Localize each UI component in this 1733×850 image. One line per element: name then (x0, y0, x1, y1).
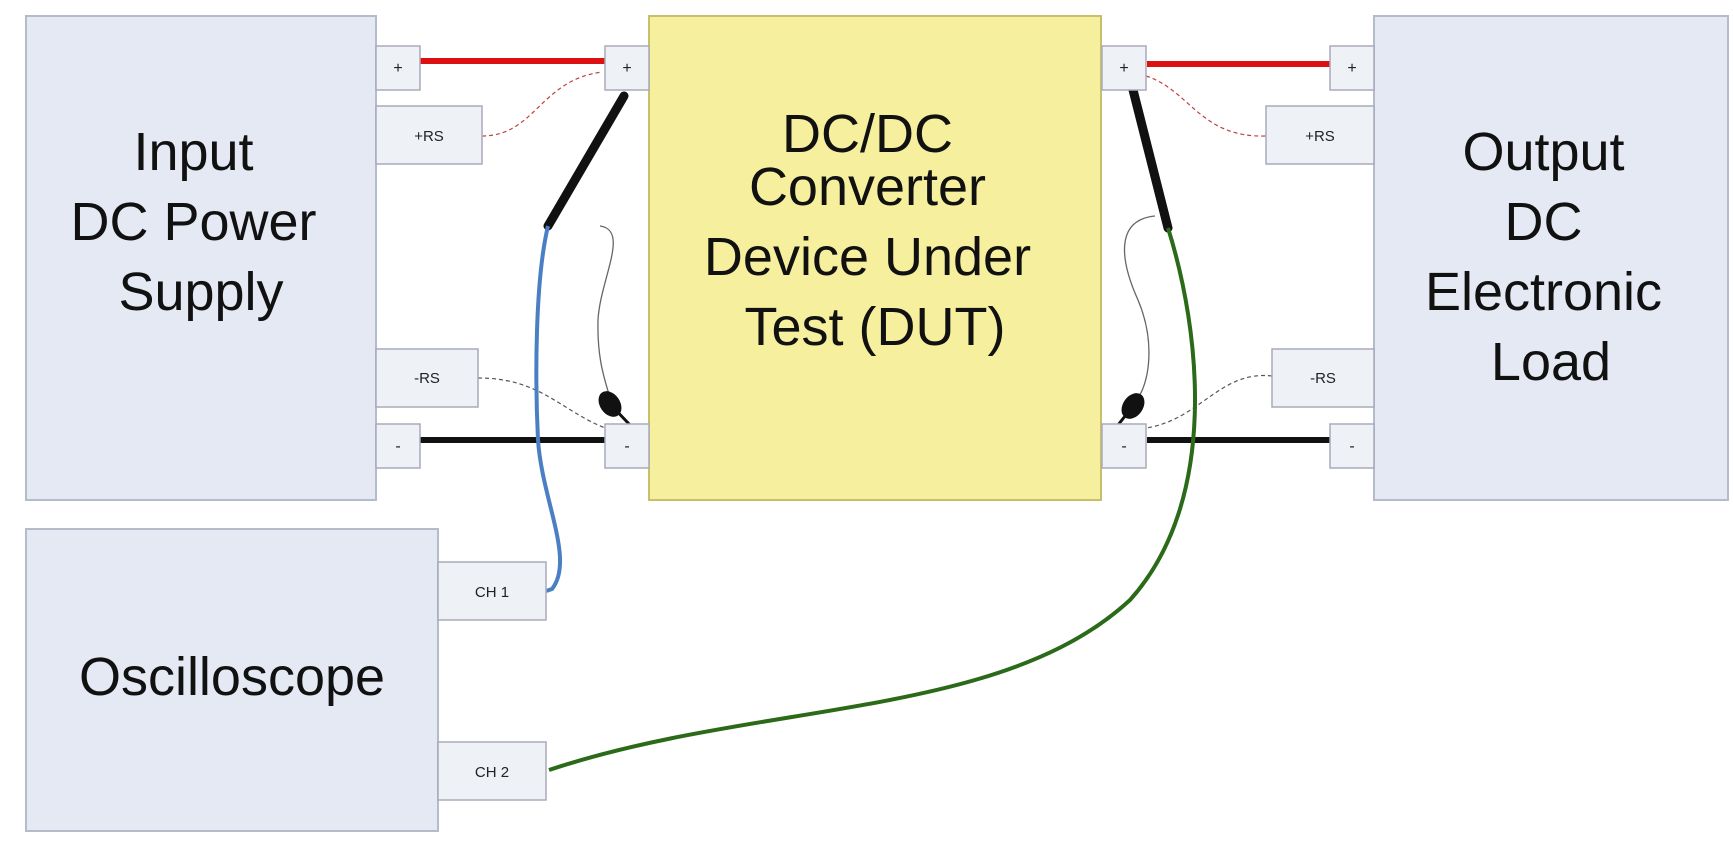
dut-input-plus-terminal: + (604, 45, 650, 91)
svg-text:-RS: -RS (414, 370, 440, 387)
ch2-probe-cable (548, 227, 1197, 772)
input-supply-label: Input DC Power Supply (70, 122, 331, 322)
scope-ch1-input: CH 1 (437, 561, 547, 621)
svg-text:CH 2: CH 2 (475, 764, 509, 781)
output-dc-electronic-load-block (1373, 15, 1729, 501)
ch2-probe-ground-lead (1123, 215, 1156, 399)
svg-text:-: - (1349, 438, 1354, 455)
oscilloscope-label: Oscilloscope (79, 647, 385, 707)
svg-text:-RS: -RS (1310, 370, 1336, 387)
svg-text:+: + (393, 60, 402, 77)
ch1-probe-cable (534, 225, 563, 593)
supply-minus-rs-terminal: -RS (375, 348, 479, 408)
svg-text:+RS: +RS (414, 128, 444, 145)
load-plus-terminal: + (1329, 45, 1375, 91)
supply-plus-rs-terminal: +RS (375, 105, 483, 165)
svg-text:+: + (622, 60, 631, 77)
output-plus-sense-wire (1145, 75, 1267, 137)
output-minus-sense-wire (1145, 374, 1273, 429)
dut-block (648, 15, 1102, 501)
load-minus-terminal: - (1329, 423, 1375, 469)
svg-text:-: - (624, 438, 629, 455)
dut-output-minus-terminal: - (1101, 423, 1147, 469)
supply-minus-terminal: - (375, 423, 421, 469)
ch1-ground-clip-icon (598, 391, 632, 427)
svg-text:-: - (1121, 438, 1126, 455)
scope-ch2-input: CH 2 (437, 741, 547, 801)
supply-plus-terminal: + (375, 45, 421, 91)
dut-output-plus-terminal: + (1101, 45, 1147, 91)
input-dc-power-supply-block (25, 15, 377, 501)
input-plus-sense-wire (481, 71, 603, 137)
svg-text:-: - (395, 438, 400, 455)
svg-text:+: + (1347, 60, 1356, 77)
ch2-probe-tip (1126, 77, 1173, 233)
ch2-ground-clip-icon (1116, 393, 1145, 426)
load-plus-rs-terminal: +RS (1265, 105, 1375, 165)
load-minus-rs-terminal: -RS (1271, 348, 1375, 408)
svg-text:+: + (1119, 60, 1128, 77)
ch1-probe-ground-lead (597, 225, 614, 399)
dut-input-minus-terminal: - (604, 423, 650, 469)
output-load-label: Output DC Electronic Load (1425, 122, 1677, 392)
svg-text:+RS: +RS (1305, 128, 1335, 145)
svg-text:CH 1: CH 1 (475, 584, 509, 601)
oscilloscope-block (25, 528, 439, 832)
dut-label: DC/DC Converter Device Under Test (DUT) (704, 104, 1046, 357)
ch1-probe-tip (543, 91, 629, 231)
input-minus-sense-wire (477, 377, 606, 429)
